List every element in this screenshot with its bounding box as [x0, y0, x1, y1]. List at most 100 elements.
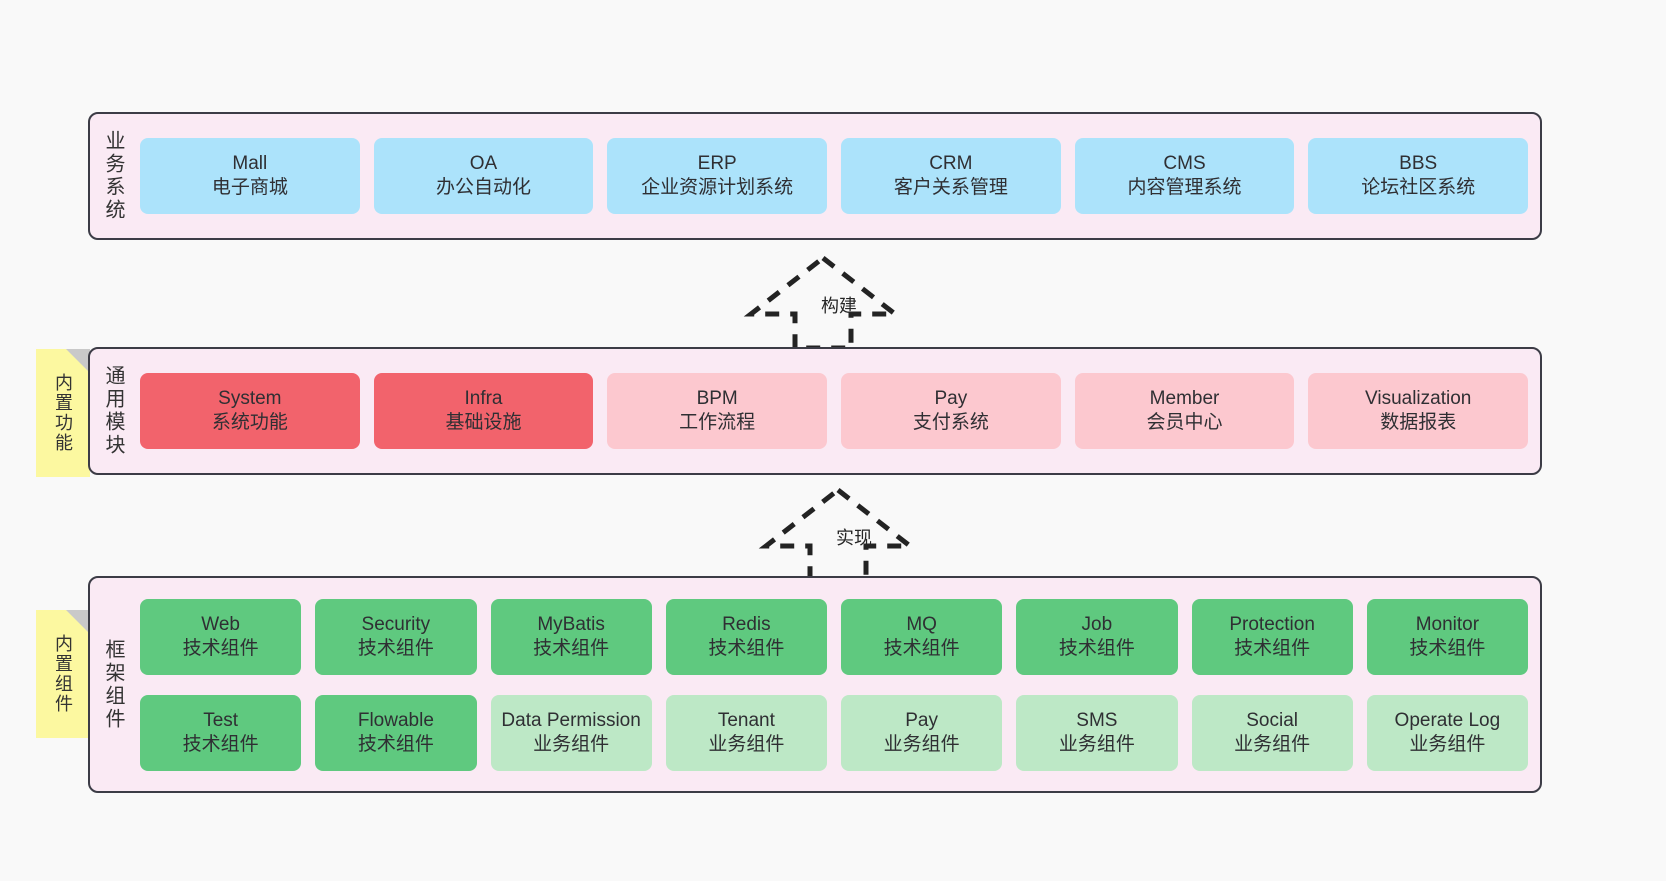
card-sms[interactable]: SMS 业务组件: [1016, 694, 1178, 771]
card-protection[interactable]: Protection 技术组件: [1191, 598, 1353, 675]
layer-framework-components: 框架组件 Web 技术组件 Security 技术组件 MyBatis 技术组件…: [88, 576, 1542, 793]
arrow-implement: 实现: [748, 484, 928, 584]
card-title: Operate Log: [1394, 709, 1501, 731]
card-subtitle: 技术组件: [1234, 637, 1311, 659]
card-visualization[interactable]: Visualization 数据报表: [1308, 373, 1529, 449]
card-subtitle: 技术组件: [357, 637, 434, 659]
card-row-business: Test 技术组件 Flowable 技术组件 Data Permission …: [140, 694, 1528, 771]
card-security[interactable]: Security 技术组件: [315, 598, 477, 675]
sticky-note-label: 内置功能: [53, 373, 73, 453]
card-web[interactable]: Web 技术组件: [140, 598, 302, 675]
layer-title-modules: 通用模块: [102, 365, 124, 457]
card-title: MQ: [906, 613, 937, 635]
card-subtitle: 业务组件: [1409, 733, 1486, 755]
card-test[interactable]: Test 技术组件: [140, 694, 302, 771]
layer-title-framework: 框架组件: [102, 638, 124, 731]
card-subtitle: 数据报表: [1380, 412, 1457, 433]
card-social[interactable]: Social 业务组件: [1191, 694, 1353, 771]
card-subtitle: 技术组件: [1058, 637, 1135, 659]
card-title: Flowable: [357, 709, 434, 731]
card-subtitle: 技术组件: [357, 733, 434, 755]
sticky-note-builtin-features: 内置功能: [36, 349, 90, 477]
card-title: CMS: [1163, 153, 1206, 175]
card-title: ERP: [697, 153, 737, 175]
layer-title-business: 业务系统: [102, 130, 124, 222]
card-title: MyBatis: [537, 613, 605, 635]
card-row: Mall 电子商城 OA 办公自动化 ERP 企业资源计划系统 CRM 客户关系…: [140, 138, 1529, 214]
card-system[interactable]: System 系统功能: [140, 373, 360, 449]
card-operate-log[interactable]: Operate Log 业务组件: [1366, 694, 1528, 771]
card-subtitle: 业务组件: [883, 733, 960, 755]
card-monitor[interactable]: Monitor 技术组件: [1366, 598, 1528, 675]
card-title: Test: [203, 709, 239, 731]
card-flowable[interactable]: Flowable 技术组件: [315, 694, 477, 771]
sticky-note-label: 内置组件: [53, 634, 73, 714]
card-title: Member: [1149, 388, 1220, 410]
arrow-build: 构建: [733, 252, 913, 352]
card-job[interactable]: Job 技术组件: [1016, 598, 1178, 675]
card-cms[interactable]: CMS 内容管理系统: [1074, 138, 1295, 214]
card-subtitle: 业务组件: [708, 733, 785, 755]
card-subtitle: 技术组件: [883, 637, 960, 659]
card-tenant[interactable]: Tenant 业务组件: [665, 694, 827, 771]
card-title: Tenant: [717, 709, 775, 731]
card-mq[interactable]: MQ 技术组件: [841, 598, 1003, 675]
card-pay[interactable]: Pay 支付系统: [841, 373, 1061, 449]
arrow-label-implement: 实现: [836, 528, 872, 548]
card-title: Job: [1081, 613, 1113, 635]
card-subtitle: 业务组件: [533, 733, 610, 755]
card-title: Pay: [905, 709, 938, 731]
layer-body-business: Mall 电子商城 OA 办公自动化 ERP 企业资源计划系统 CRM 客户关系…: [136, 114, 1540, 238]
card-row: System 系统功能 Infra 基础设施 BPM 工作流程 Pay 支付系统…: [140, 373, 1529, 449]
card-title: System: [218, 388, 282, 410]
card-subtitle: 办公自动化: [436, 177, 532, 198]
card-subtitle: 论坛社区系统: [1361, 177, 1476, 198]
card-pay-component[interactable]: Pay 业务组件: [841, 694, 1003, 771]
page-fold-icon: [66, 349, 90, 373]
card-title: Infra: [464, 388, 503, 410]
card-title: Social: [1246, 709, 1298, 731]
card-title: Monitor: [1415, 613, 1480, 635]
card-mybatis[interactable]: MyBatis 技术组件: [490, 598, 652, 675]
card-row-tech: Web 技术组件 Security 技术组件 MyBatis 技术组件 Redi…: [140, 598, 1528, 675]
card-title: Security: [361, 613, 431, 635]
card-title: Data Permission: [501, 709, 641, 731]
layer-body-modules: System 系统功能 Infra 基础设施 BPM 工作流程 Pay 支付系统…: [136, 349, 1540, 473]
card-title: SMS: [1076, 709, 1118, 731]
card-member[interactable]: Member 会员中心: [1074, 373, 1295, 449]
card-subtitle: 技术组件: [708, 637, 785, 659]
layer-common-modules: 通用模块 System 系统功能 Infra 基础设施 BPM 工作流程 Pay…: [88, 347, 1542, 475]
card-subtitle: 企业资源计划系统: [641, 177, 794, 198]
card-subtitle: 技术组件: [1409, 637, 1486, 659]
card-subtitle: 会员中心: [1146, 412, 1223, 433]
card-title: BPM: [696, 388, 738, 410]
card-title: Protection: [1229, 613, 1315, 635]
card-infra[interactable]: Infra 基础设施: [373, 373, 594, 449]
card-subtitle: 技术组件: [182, 637, 259, 659]
card-bpm[interactable]: BPM 工作流程: [607, 373, 828, 449]
sticky-note-builtin-components: 内置组件: [36, 610, 90, 738]
card-subtitle: 系统功能: [211, 412, 288, 433]
card-subtitle: 技术组件: [182, 733, 259, 755]
card-bbs[interactable]: BBS 论坛社区系统: [1308, 138, 1529, 214]
card-title: Pay: [934, 388, 968, 410]
card-oa[interactable]: OA 办公自动化: [373, 138, 594, 214]
card-subtitle: 工作流程: [679, 412, 756, 433]
card-mall[interactable]: Mall 电子商城: [140, 138, 360, 214]
card-title: OA: [469, 153, 498, 175]
card-subtitle: 业务组件: [1058, 733, 1135, 755]
card-title: Mall: [232, 153, 268, 175]
card-title: BBS: [1399, 153, 1438, 175]
page-fold-icon: [66, 610, 90, 634]
card-title: Web: [201, 613, 240, 635]
card-erp[interactable]: ERP 企业资源计划系统: [607, 138, 828, 214]
arrow-label-build: 构建: [821, 296, 857, 316]
card-title: CRM: [929, 153, 973, 175]
card-redis[interactable]: Redis 技术组件: [665, 598, 827, 675]
card-crm[interactable]: CRM 客户关系管理: [841, 138, 1061, 214]
card-title: Visualization: [1365, 388, 1472, 410]
card-title: Redis: [722, 613, 771, 635]
card-subtitle: 技术组件: [533, 637, 610, 659]
card-data-permission[interactable]: Data Permission 业务组件: [490, 694, 652, 771]
